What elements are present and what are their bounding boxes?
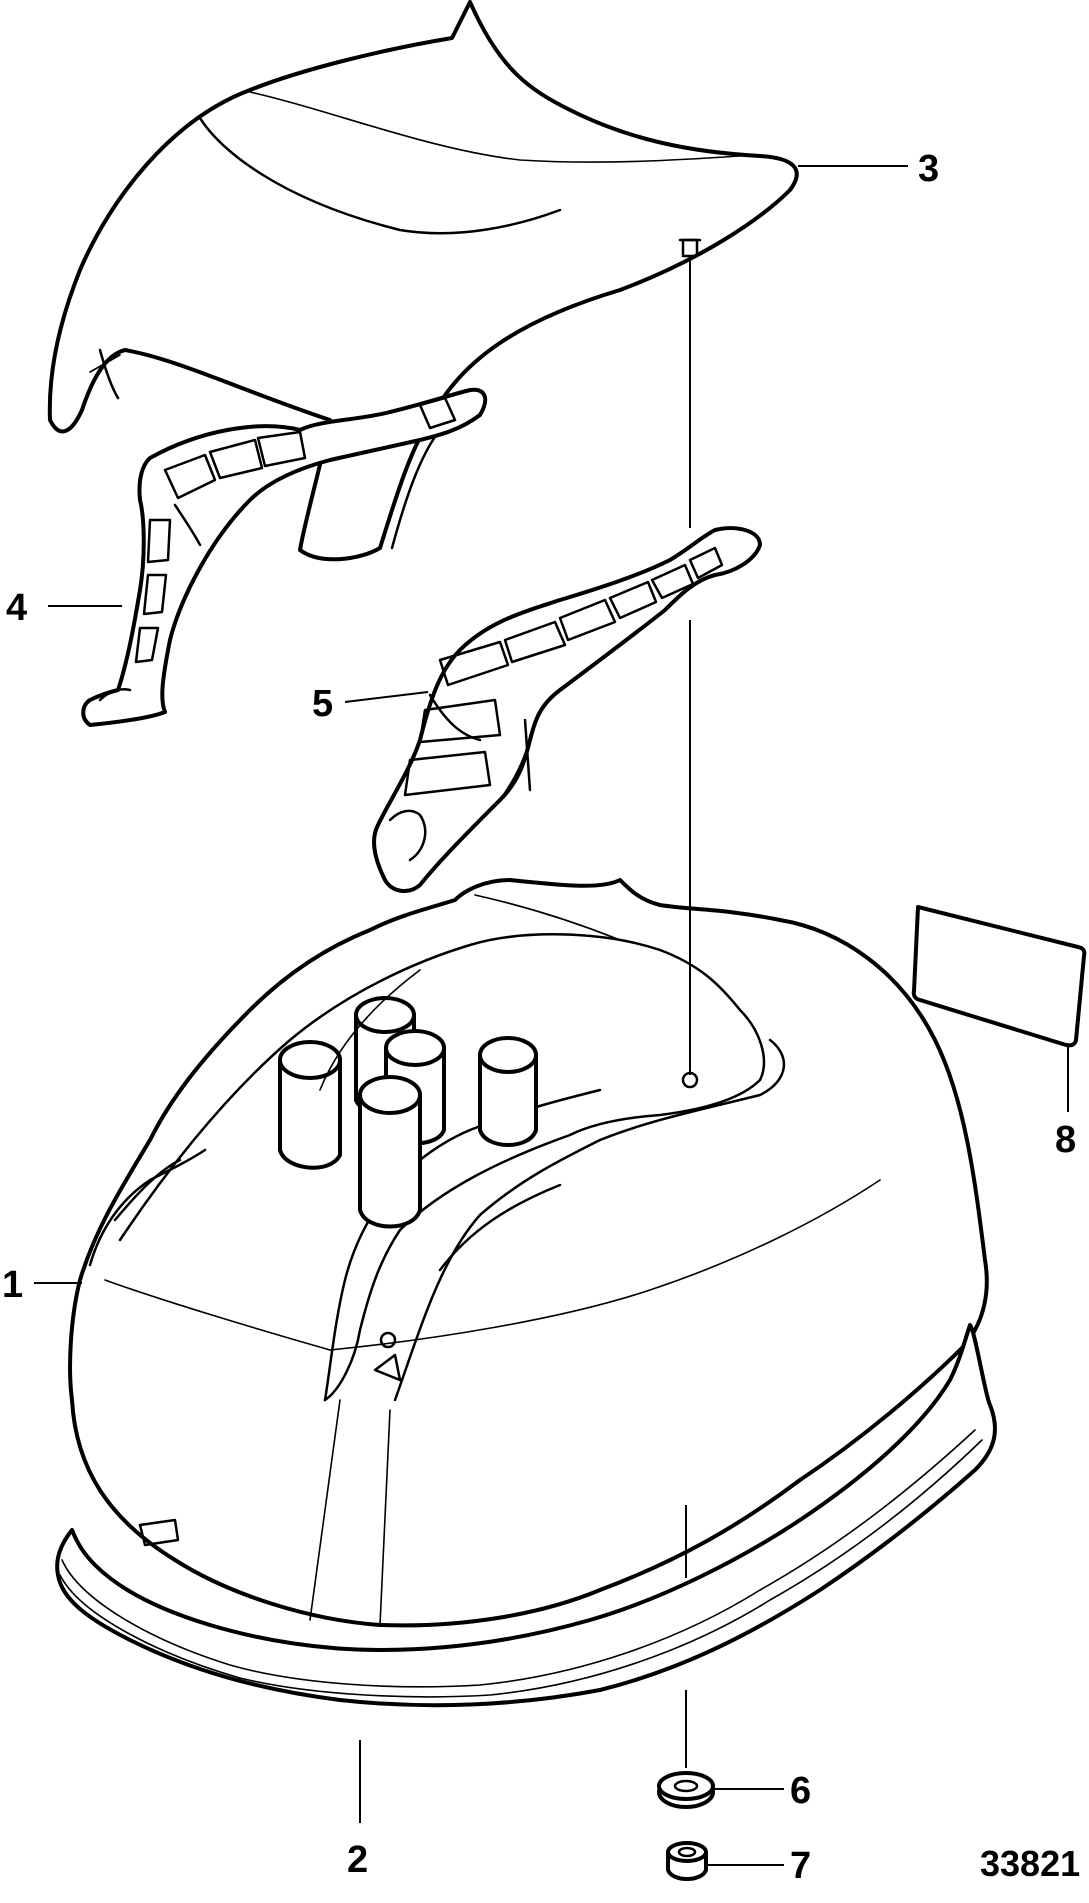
callout-1: 1 — [2, 1264, 23, 1306]
washer-part-6 — [657, 1771, 715, 1809]
top-cowl-part-3 — [47, 0, 799, 562]
right-grille-part-5 — [372, 526, 762, 893]
callout-2: 2 — [347, 1839, 368, 1881]
callout-5: 5 — [312, 683, 333, 725]
callout-labels: 1 2 3 4 5 6 7 8 33821 — [2, 148, 1080, 1887]
figure-number: 33821 — [980, 1843, 1080, 1884]
nut-part-7 — [666, 1841, 708, 1881]
decal-part-8 — [911, 905, 1087, 1048]
callout-8: 8 — [1055, 1119, 1076, 1161]
callout-4: 4 — [6, 587, 27, 629]
cylinders — [278, 996, 538, 1229]
assembly-center-lines — [685, 258, 691, 1768]
callout-6: 6 — [790, 1770, 811, 1812]
callout-7: 7 — [790, 1845, 811, 1887]
left-grille-part-4 — [81, 387, 488, 727]
seal-part-2 — [55, 1323, 997, 1708]
bottom-cowl-part-1 — [68, 878, 989, 1628]
leader-lines — [34, 165, 1069, 1866]
callout-3: 3 — [918, 148, 939, 190]
